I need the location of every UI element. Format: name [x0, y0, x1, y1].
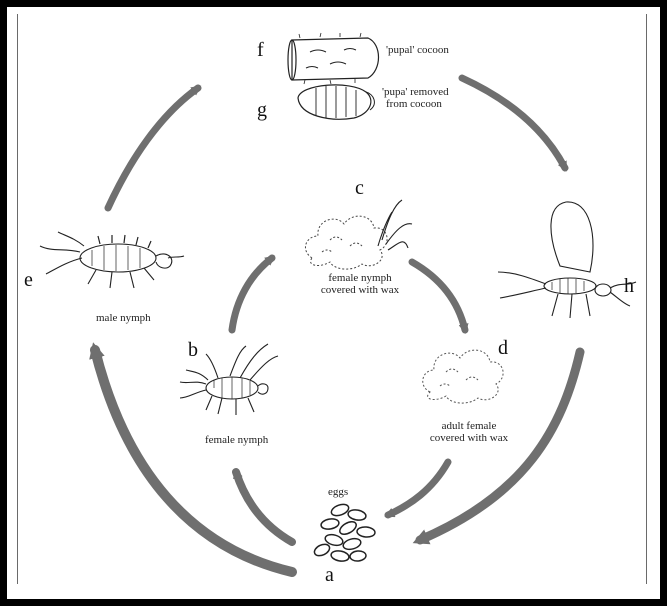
male-nymph-label: male nymph — [96, 312, 151, 324]
stage-letter-b: b — [188, 340, 198, 360]
male-nymph-drawing — [40, 232, 184, 288]
pupa-drawing — [298, 85, 374, 119]
arrow-adult-female-to-eggs — [388, 462, 448, 515]
stage-letter-h: h — [624, 276, 634, 296]
stage-letter-d: d — [498, 338, 508, 358]
inner-cycle-arrows — [232, 258, 465, 542]
female-nymph-label: female nymph — [205, 434, 268, 446]
waxed-nymph-drawing — [305, 216, 387, 269]
arrow-female-nymph-to-waxed-nymph — [232, 258, 272, 330]
waxed-nymph-legs-drawing — [378, 200, 412, 250]
adult-female-wax-drawing — [423, 350, 503, 403]
pupa-removed-label-line-1: 'pupa' removed — [382, 86, 449, 98]
stage-letter-e: e — [24, 270, 33, 290]
adult-female-wax-label: adult female covered with wax — [406, 420, 532, 444]
pupal-cocoon-drawing — [288, 33, 379, 84]
arrow-male-nymph-to-pupa — [108, 88, 198, 208]
stage-letter-a: a — [325, 565, 334, 585]
stage-letter-c: c — [355, 178, 364, 198]
stage-letter-f: f — [257, 40, 264, 60]
adult-female-wax-label-line-1: adult female — [406, 420, 532, 432]
adult-male-drawing — [498, 202, 636, 318]
arrow-eggs-to-female-nymph — [236, 472, 292, 542]
eggs-label: eggs — [328, 486, 348, 498]
adult-female-wax-label-line-2: covered with wax — [406, 432, 532, 444]
arrow-pupa-to-adult-male — [462, 78, 565, 168]
pupa-removed-label: 'pupa' removed from cocoon — [382, 86, 449, 110]
arrow-adult-male-to-eggs — [420, 352, 580, 540]
female-nymph-wax-label-line-1: female nymph — [300, 272, 420, 284]
pupal-cocoon-label: 'pupal' cocoon — [386, 44, 449, 56]
female-nymph-wax-label-line-2: covered with wax — [300, 284, 420, 296]
eggs-drawing — [313, 502, 376, 562]
female-nymph-wax-label: female nymph covered with wax — [300, 272, 420, 296]
stage-letter-g: g — [257, 100, 267, 120]
pupa-removed-label-line-2: from cocoon — [382, 98, 449, 110]
